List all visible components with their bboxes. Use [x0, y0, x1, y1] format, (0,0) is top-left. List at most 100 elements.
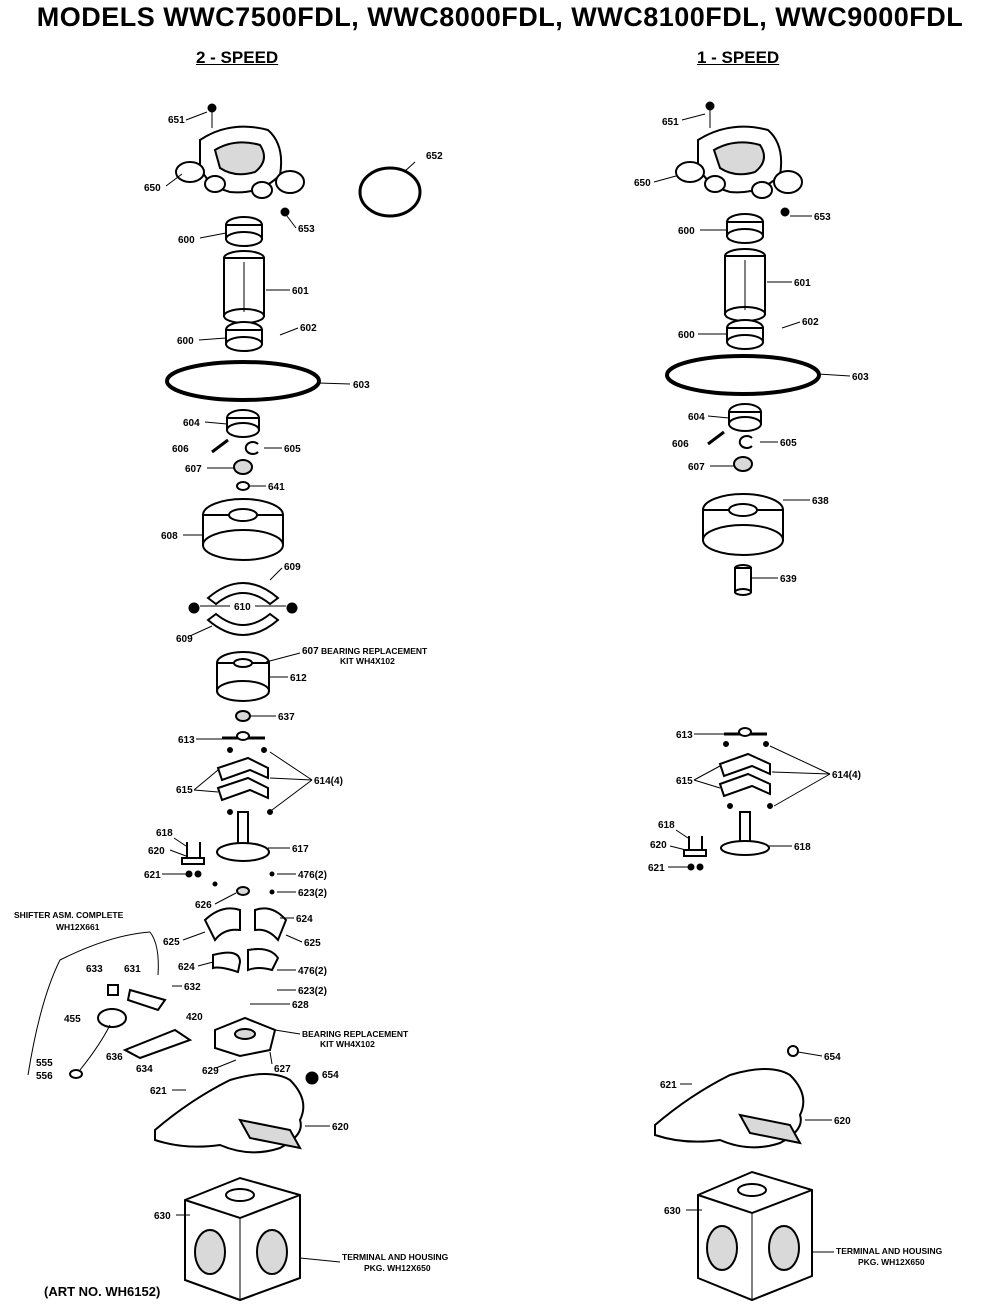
- right-washers-621: [687, 863, 704, 871]
- label-613: 613: [178, 735, 195, 746]
- label-615: 615: [176, 785, 193, 796]
- left-part-labels: 651 650 652 653 600 601 600 602 603 604 …: [14, 115, 449, 1273]
- left-screw-653: [280, 207, 290, 217]
- label-623-top: 623(2): [298, 888, 327, 899]
- label-r-618-shaft: 618: [794, 842, 811, 853]
- label-607: 607: [185, 464, 202, 475]
- label-r-601: 601: [794, 278, 811, 289]
- label-600-bottom: 600: [177, 336, 194, 347]
- left-motor-630: [184, 1176, 301, 1302]
- right-shaft-618: [720, 811, 770, 856]
- note-terminal-left-line1: TERMINAL AND HOUSING: [342, 1252, 449, 1262]
- label-455: 455: [64, 1014, 81, 1025]
- label-604: 604: [183, 418, 200, 429]
- left-cam-613: [222, 731, 265, 741]
- label-623-bottom: 623(2): [298, 986, 327, 997]
- label-627: 627: [274, 1064, 291, 1075]
- note-shifter-line2: WH12X661: [56, 922, 100, 932]
- left-brake-bracket-615: [216, 747, 273, 815]
- label-r-651: 651: [662, 117, 679, 128]
- label-630: 630: [154, 1211, 171, 1222]
- right-hub-607: [733, 456, 753, 472]
- label-r-605: 605: [780, 438, 797, 449]
- label-605: 605: [284, 444, 301, 455]
- left-coupling-600-bottom: [225, 321, 263, 352]
- label-650: 650: [144, 183, 161, 194]
- label-636: 636: [106, 1052, 123, 1063]
- label-r-650: 650: [634, 178, 651, 189]
- label-610: 610: [234, 602, 251, 613]
- label-641: 641: [268, 482, 285, 493]
- right-drive-belt-603: [665, 354, 821, 396]
- label-r-621: 621: [648, 863, 665, 874]
- label-626: 626: [195, 900, 212, 911]
- left-hub-607: [233, 459, 253, 475]
- label-634: 634: [136, 1064, 153, 1075]
- left-mounting-plate-629: [154, 1073, 305, 1154]
- left-coupling-sleeve-601: [223, 250, 265, 324]
- right-mounting-plate-629: [654, 1068, 805, 1149]
- right-pin-606: [707, 430, 725, 446]
- label-620: 620: [148, 846, 165, 857]
- label-625-right: 625: [304, 938, 321, 949]
- label-r-638: 638: [812, 496, 829, 507]
- label-607-kit: 607: [302, 646, 319, 657]
- right-pulley-604: [728, 403, 762, 432]
- left-retaining-ring-605: [244, 441, 259, 455]
- label-555: 555: [36, 1058, 53, 1069]
- left-yoke-618: [181, 842, 205, 865]
- right-plug-654: [787, 1045, 799, 1057]
- label-637: 637: [278, 712, 295, 723]
- label-r-620: 620: [650, 840, 667, 851]
- label-617: 617: [292, 844, 309, 855]
- label-r-600-bottom: 600: [678, 330, 695, 341]
- label-r-621-plate: 621: [660, 1080, 677, 1091]
- left-clutch-drum-608: [202, 498, 284, 561]
- label-609-top: 609: [284, 562, 301, 573]
- label-631: 631: [124, 964, 141, 975]
- label-r-602: 602: [802, 317, 819, 328]
- left-leader-lines: [162, 111, 416, 1263]
- label-r-606: 606: [672, 439, 689, 450]
- column-heading-2-speed: 2 - SPEED: [196, 48, 279, 67]
- label-652: 652: [426, 151, 443, 162]
- left-nut-641: [236, 481, 250, 491]
- left-coupling-600-top: [225, 216, 263, 247]
- label-606: 606: [172, 444, 189, 455]
- label-603: 603: [353, 380, 370, 391]
- right-pulley-638: [702, 493, 784, 556]
- label-476-bottom: 476(2): [298, 966, 327, 977]
- left-plug-654: [305, 1071, 319, 1085]
- left-pulley-604: [226, 409, 260, 438]
- label-602: 602: [300, 323, 317, 334]
- note-shifter-line1: SHIFTER ASM. COMPLETE: [14, 910, 124, 920]
- note-bearing-kit-top-line1: BEARING REPLACEMENT: [321, 646, 428, 656]
- label-624-top: 624: [296, 914, 313, 925]
- label-600-top: 600: [178, 235, 195, 246]
- label-r-630: 630: [664, 1206, 681, 1217]
- label-621-plate: 621: [150, 1086, 167, 1097]
- label-r-654: 654: [824, 1052, 841, 1063]
- left-pump-gasket-ring: [358, 166, 422, 218]
- label-601: 601: [292, 286, 309, 297]
- right-leader-lines: [653, 113, 851, 1253]
- left-brake-shoes-624: [203, 907, 288, 974]
- left-clutch-shoes-609: [188, 582, 298, 636]
- left-small-parts: [212, 871, 275, 896]
- label-r-618-yoke: 618: [658, 820, 675, 831]
- label-420: 420: [186, 1012, 203, 1023]
- right-brake-bracket-615: [718, 741, 773, 809]
- label-651: 651: [168, 115, 185, 126]
- label-620-plate: 620: [332, 1122, 349, 1133]
- label-625-left: 625: [163, 937, 180, 948]
- right-cam-613: [724, 727, 767, 737]
- left-shifter-assembly: [27, 931, 193, 1079]
- label-r-613: 613: [676, 730, 693, 741]
- label-621: 621: [144, 870, 161, 881]
- label-r-620-plate: 620: [834, 1116, 851, 1127]
- label-r-600-top: 600: [678, 226, 695, 237]
- label-612: 612: [290, 673, 307, 684]
- label-r-614: 614(4): [832, 770, 861, 781]
- label-r-607: 607: [688, 462, 705, 473]
- note-terminal-right-line1: TERMINAL AND HOUSING: [836, 1246, 943, 1256]
